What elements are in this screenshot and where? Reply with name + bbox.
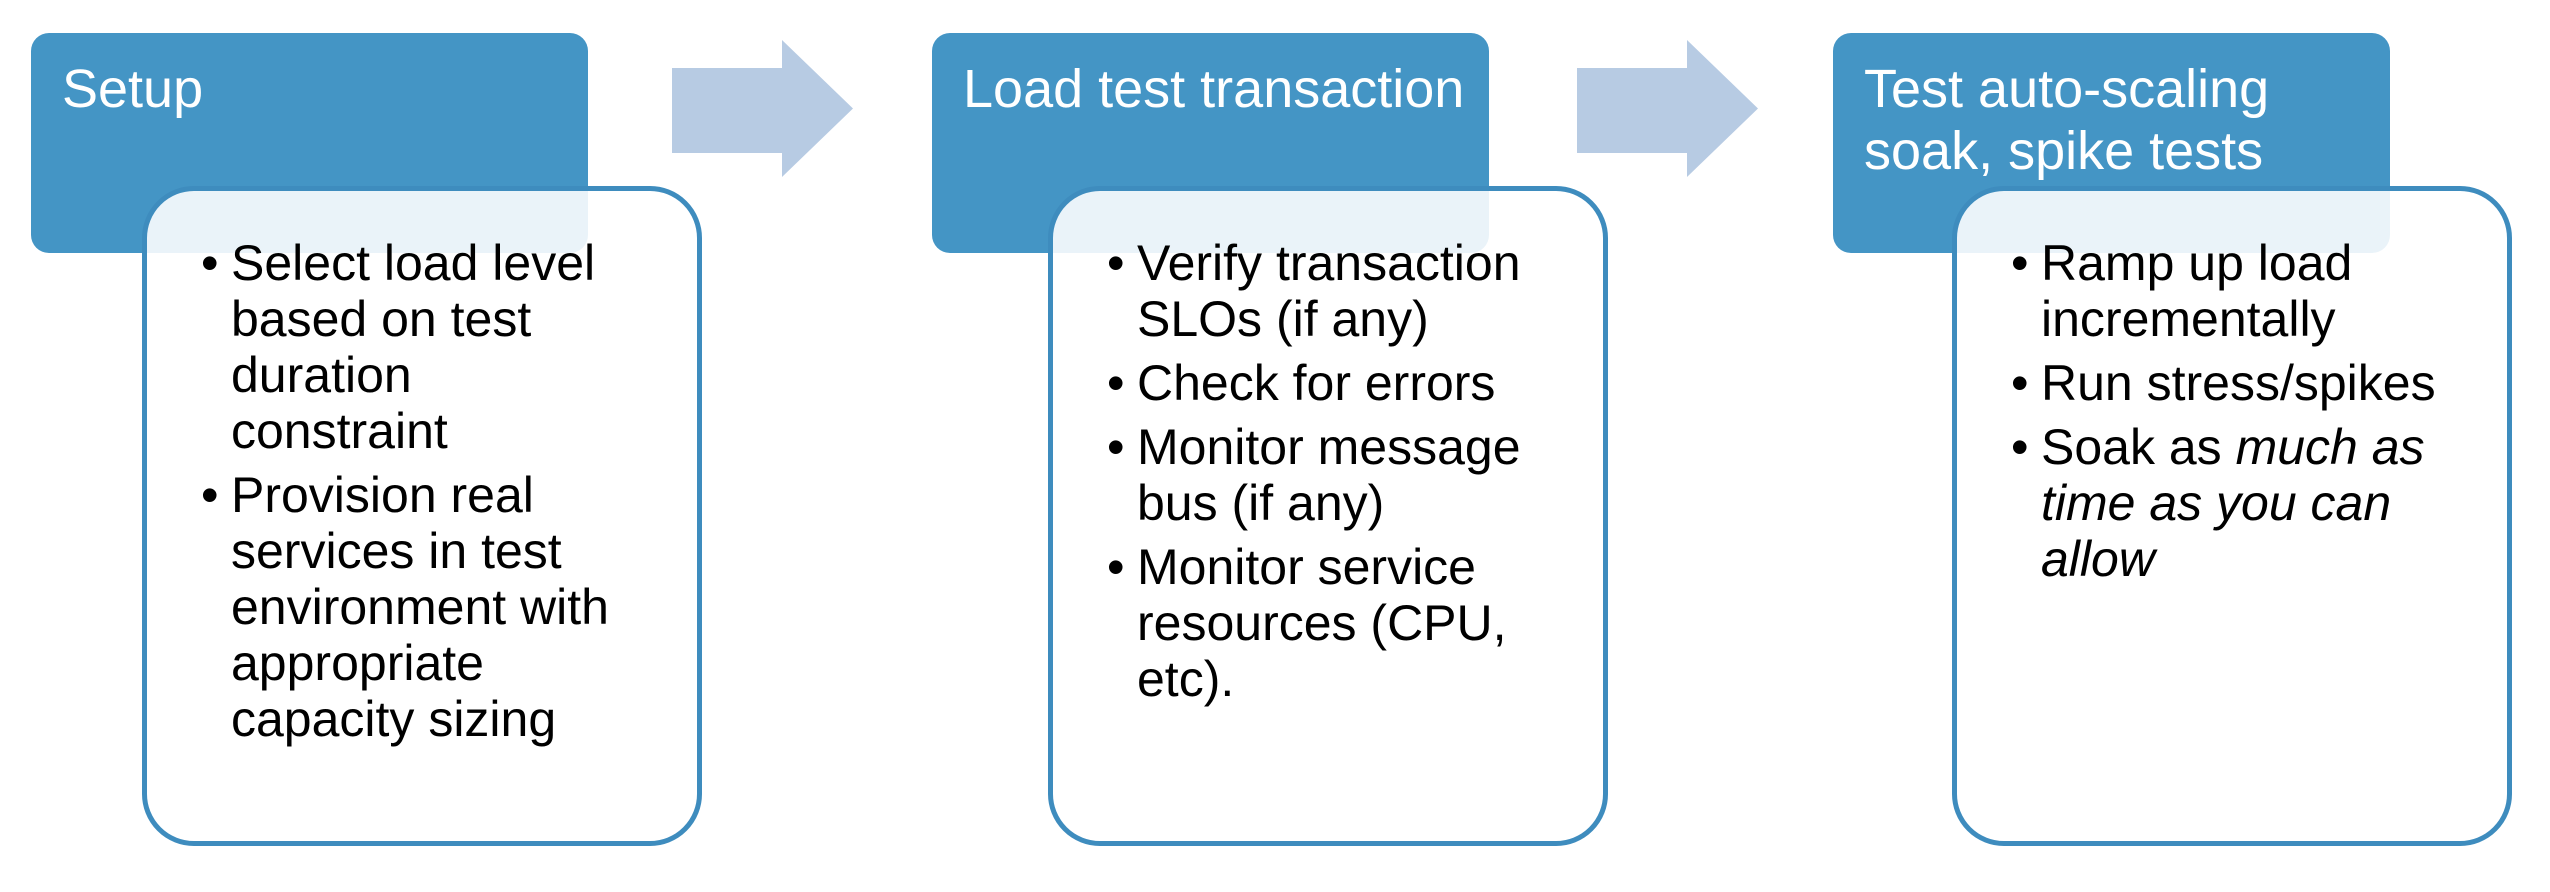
bullet-text: Monitor service resources (CPU, etc). — [1137, 539, 1507, 707]
right-arrow-icon — [1577, 40, 1758, 177]
bullet-text: Ramp up load incrementally — [2041, 235, 2353, 347]
bullet-text: Soak as — [2041, 419, 2236, 475]
step-body-auto-scaling: Ramp up load incrementallyRun stress/spi… — [1952, 186, 2512, 846]
step-body-setup: Select load level based on test duration… — [142, 186, 702, 846]
bullet-item: Monitor message bus (if any) — [1107, 419, 1540, 531]
bullet-item: Provision real services in test environm… — [201, 467, 634, 747]
step-title: Test auto-scaling soak, spike tests — [1864, 59, 2270, 181]
bullet-list: Ramp up load incrementallyRun stress/spi… — [2011, 235, 2444, 587]
bullet-item: Verify transaction SLOs (if any) — [1107, 235, 1540, 347]
bullet-item: Monitor service resources (CPU, etc). — [1107, 539, 1540, 707]
bullet-item: Select load level based on test duration… — [201, 235, 634, 459]
bullet-text: Provision real services in test environm… — [231, 467, 609, 747]
step-title: Setup — [62, 59, 204, 119]
bullet-list: Select load level based on test duration… — [201, 235, 634, 747]
bullet-text-italic: much as time as you can allow — [2041, 419, 2425, 587]
step-body-load-test: Verify transaction SLOs (if any) Check fo… — [1048, 186, 1608, 846]
bullet-item: Check for errors — [1107, 355, 1540, 411]
bullet-list: Verify transaction SLOs (if any) Check fo… — [1107, 235, 1540, 707]
bullet-text: Check for errors — [1137, 355, 1496, 411]
bullet-item: Soak as much as time as you can allow — [2011, 419, 2444, 587]
step-title: Load test transaction — [963, 59, 1465, 119]
bullet-item: Ramp up load incrementally — [2011, 235, 2444, 347]
right-arrow-icon — [672, 40, 853, 177]
bullet-item: Run stress/spikes — [2011, 355, 2444, 411]
bullet-text: Run stress/spikes — [2041, 355, 2436, 411]
bullet-text: Select load level based on test duration… — [231, 235, 596, 459]
bullet-text: Verify transaction SLOs (if any) — [1137, 235, 1521, 347]
bullet-text: Monitor message bus (if any) — [1137, 419, 1521, 531]
